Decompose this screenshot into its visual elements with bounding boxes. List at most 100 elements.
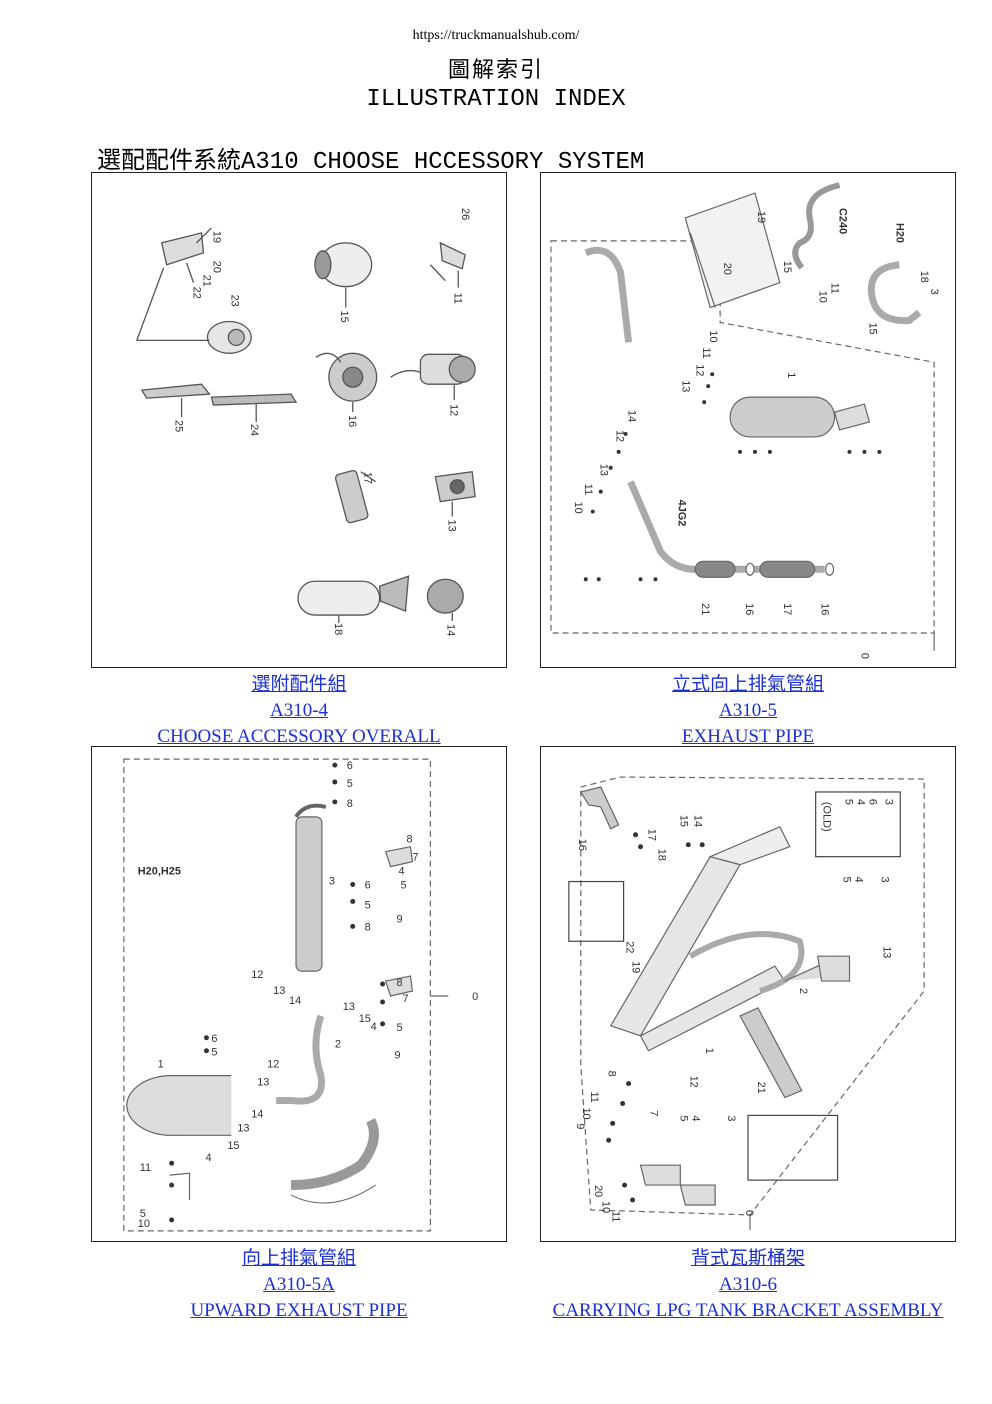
callout-12: 12 xyxy=(693,364,705,376)
callout-11: 11 xyxy=(140,1162,151,1174)
callout-14: 14 xyxy=(626,410,638,422)
callout-17: 17 xyxy=(362,472,374,484)
link-lpg-en[interactable]: CARRYING LPG TANK BRACKET ASSEMBLY xyxy=(552,1300,944,1321)
callout-12: 12 xyxy=(251,969,263,981)
illustration-panel-upward-exhaust[interactable]: H20,H25 6 5 8 3 6 5 8 8 7 4 5 9 12 13 14… xyxy=(91,746,507,1242)
illustration-panel-accessory[interactable]: 19 20 21 22 23 25 24 15 16 26 11 12 17 1… xyxy=(91,172,507,668)
callout-12b: 12 xyxy=(614,430,626,442)
callout-19: 19 xyxy=(755,211,767,223)
page-title-chinese: 圖解索引 xyxy=(447,58,544,83)
link-lpg-code[interactable]: A310-6 xyxy=(718,1274,778,1295)
callout-15: 15 xyxy=(359,1013,371,1025)
callout-16: 16 xyxy=(346,415,358,427)
callout-5: 5 xyxy=(347,778,353,790)
lpg-callout-numbers: 16 17 18 15 14 (OLD) 3 5 4 6 22 19 3 5 4… xyxy=(574,799,895,1222)
callout-11: 11 xyxy=(829,283,841,294)
callout-10c: 10 xyxy=(572,502,584,514)
callout-14: 14 xyxy=(691,815,703,827)
callout-9: 9 xyxy=(397,913,403,925)
callout-4jg2: 4JG2 xyxy=(675,500,687,527)
callout-20: 20 xyxy=(592,1185,604,1197)
callout-16: 16 xyxy=(743,603,755,615)
callout-9: 9 xyxy=(574,1123,586,1129)
link-accessory-code[interactable]: A310-4 xyxy=(269,700,329,721)
exhaust-pipe-diagram: 19 20 15 C240 H20 11 10 18 3 15 1 10 11 … xyxy=(550,182,940,659)
callout-5f: 5 xyxy=(140,1208,146,1220)
callout-13: 13 xyxy=(273,985,285,997)
callout-17: 17 xyxy=(781,603,793,615)
callout-13b: 13 xyxy=(343,1001,355,1013)
callout-4c: 4 xyxy=(689,1115,701,1121)
callout-12: 12 xyxy=(687,1076,699,1088)
link-upward-cn[interactable]: 向上排氣管組 xyxy=(241,1248,356,1269)
callout-8: 8 xyxy=(347,798,353,810)
callout-13: 13 xyxy=(679,380,691,392)
callout-4b: 4 xyxy=(852,877,864,883)
callout-7b: 7 xyxy=(403,993,409,1005)
callout-3c: 3 xyxy=(725,1115,737,1121)
link-upward-en[interactable]: UPWARD EXHAUST PIPE xyxy=(190,1300,408,1321)
callout-5b: 5 xyxy=(365,899,371,911)
callout-24: 24 xyxy=(248,424,260,436)
callout-5b: 5 xyxy=(841,877,853,883)
link-exhaust-cn[interactable]: 立式向上排氣管組 xyxy=(671,674,824,695)
illustration-panel-exhaust-pipe[interactable]: 19 20 15 C240 H20 11 10 18 3 15 1 10 11 … xyxy=(540,172,956,668)
callout-14b: 14 xyxy=(251,1108,263,1120)
callout-11b: 11 xyxy=(610,1211,622,1222)
callout-16: 16 xyxy=(576,839,588,851)
callout-26: 26 xyxy=(459,208,471,220)
callout-3b: 3 xyxy=(878,877,890,883)
link-lpg-cn[interactable]: 背式瓦斯桶架 xyxy=(690,1248,805,1269)
source-url: https://truckmanualshub.com/ xyxy=(412,28,580,43)
callout-12b: 12 xyxy=(267,1059,279,1071)
callout-5: 5 xyxy=(843,799,855,805)
lpg-bracket-diagram: 16 17 18 15 14 (OLD) 3 5 4 6 22 19 3 5 4… xyxy=(568,776,925,1230)
callout-5e: 5 xyxy=(211,1047,217,1059)
callout-6c: 6 xyxy=(211,1033,217,1045)
callout-15: 15 xyxy=(781,261,793,273)
callout-1: 1 xyxy=(158,1059,164,1071)
callout-14: 14 xyxy=(444,624,456,636)
callout-2: 2 xyxy=(797,988,809,994)
callout-15: 15 xyxy=(338,311,350,323)
callout-3: 3 xyxy=(882,799,894,805)
callout-0: 0 xyxy=(472,991,478,1003)
callout-18: 18 xyxy=(332,623,344,635)
callout-6: 6 xyxy=(347,760,353,772)
callout-19: 19 xyxy=(630,961,642,973)
callout-7: 7 xyxy=(412,852,418,864)
callout-15b: 15 xyxy=(866,322,878,334)
callout-10: 10 xyxy=(580,1107,592,1119)
callout-13d: 13 xyxy=(237,1122,249,1134)
link-accessory-cn[interactable]: 選附配件組 xyxy=(251,674,347,695)
callout-3: 3 xyxy=(329,876,335,888)
callout-12: 12 xyxy=(447,404,459,416)
callout-23: 23 xyxy=(228,295,240,307)
callout-1: 1 xyxy=(703,1048,715,1054)
callout-c240: C240 xyxy=(837,208,849,234)
callout-19: 19 xyxy=(210,231,222,243)
link-exhaust-code[interactable]: A310-5 xyxy=(718,700,778,721)
link-exhaust-en[interactable]: EXHAUST PIPE xyxy=(681,726,815,747)
callout-11c: 11 xyxy=(582,484,594,495)
illustration-panel-lpg-bracket[interactable]: 16 17 18 15 14 (OLD) 3 5 4 6 22 19 3 5 4… xyxy=(540,746,956,1242)
callout-8: 8 xyxy=(606,1071,618,1077)
callout-5c: 5 xyxy=(401,880,407,892)
callout-9b: 9 xyxy=(395,1050,401,1062)
callout-4: 4 xyxy=(399,866,405,878)
callout-7: 7 xyxy=(647,1110,659,1116)
callout-13: 13 xyxy=(445,520,457,532)
callout-20: 20 xyxy=(210,261,222,273)
callout-11b: 11 xyxy=(700,347,712,358)
callout-3: 3 xyxy=(928,289,940,295)
callout-17: 17 xyxy=(645,829,657,841)
callout-1: 1 xyxy=(785,372,797,378)
link-upward-code[interactable]: A310-5A xyxy=(263,1274,335,1295)
callout-21: 21 xyxy=(699,603,711,615)
link-accessory-en[interactable]: CHOOSE ACCESSORY OVERALL xyxy=(157,726,441,747)
callout-0: 0 xyxy=(743,1210,755,1216)
accessory-callout-numbers: 19 20 21 22 23 25 24 15 16 26 11 12 17 1… xyxy=(173,208,472,636)
callout-15b: 15 xyxy=(227,1140,239,1152)
callout-16b: 16 xyxy=(819,603,831,615)
section-title: 選配配件系統A310 CHOOSE HCCESSORY SYSTEM xyxy=(97,149,645,176)
